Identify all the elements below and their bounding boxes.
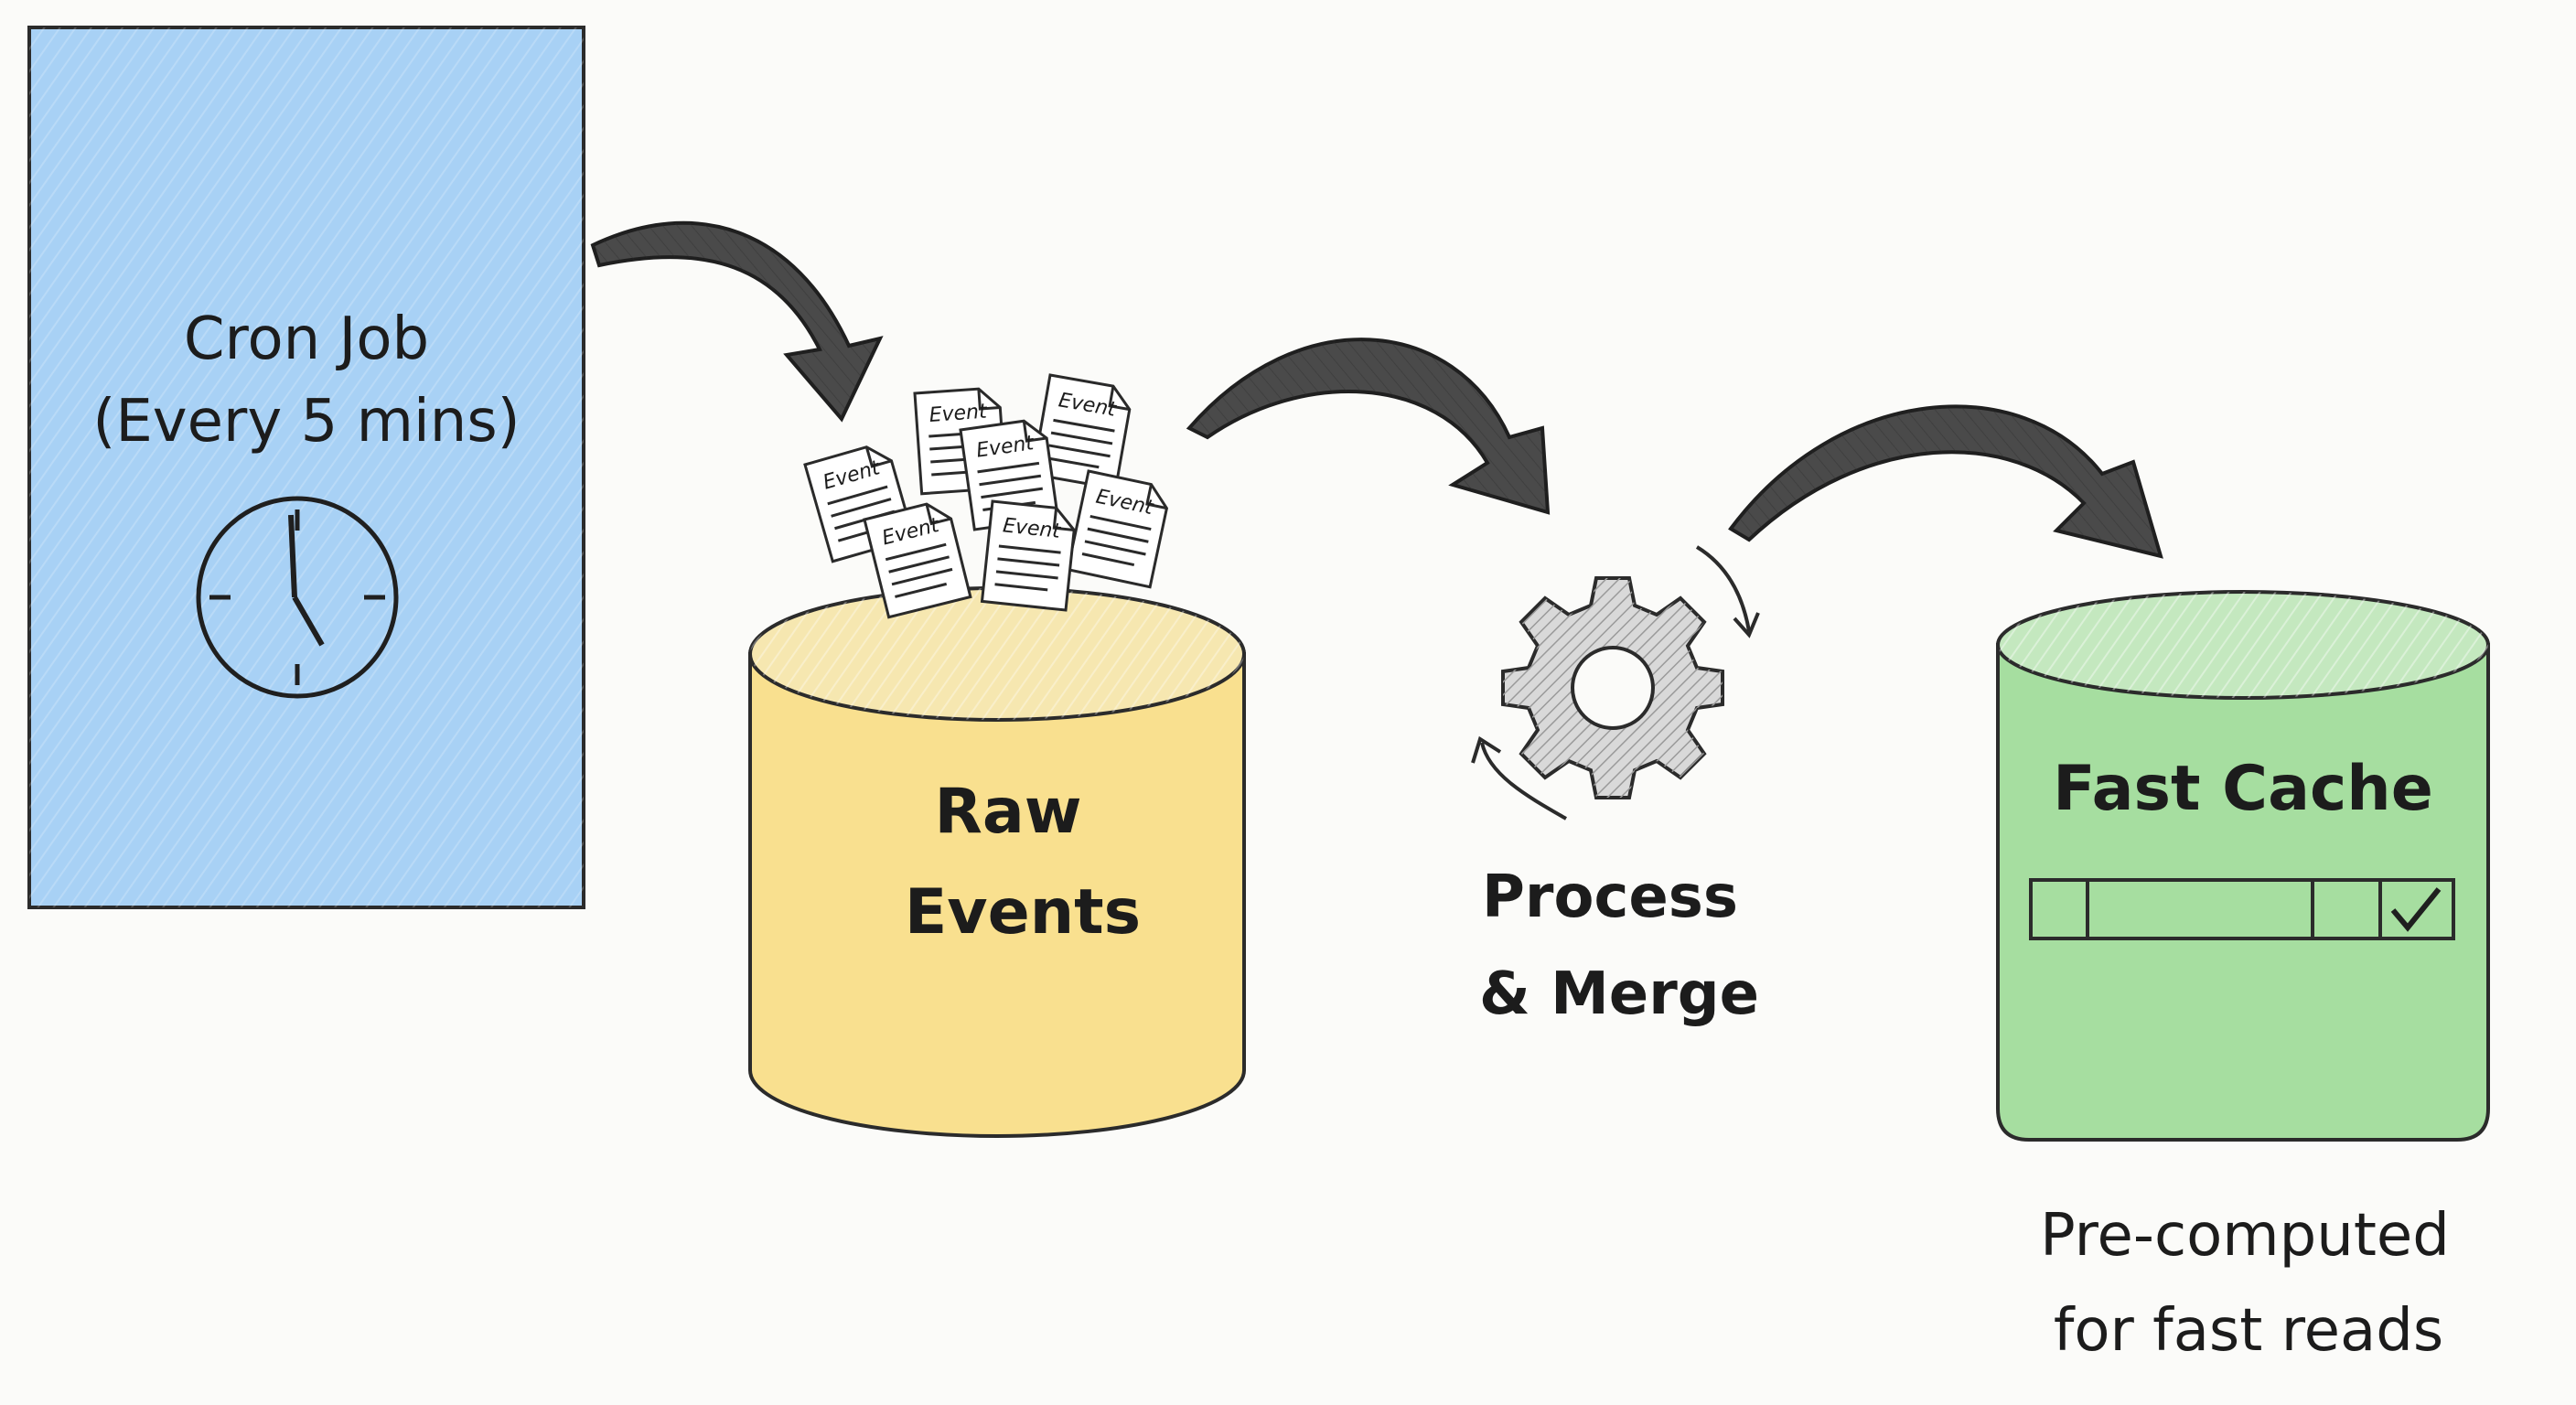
- cron-job-subtitle: (Every 5 mins): [92, 388, 520, 456]
- cron-job-panel: Cron Job (Every 5 mins): [27, 26, 585, 909]
- raw-events-label-line1: Raw: [934, 776, 1081, 848]
- cache-caption-line1: Pre-computed: [2040, 1202, 2450, 1270]
- event-documents: Event Event Event Event Event Event Even…: [803, 373, 1173, 619]
- event-doc-label: Event: [928, 400, 989, 426]
- checkmark-icon: [2390, 887, 2442, 932]
- cron-job-title: Cron Job: [184, 306, 429, 373]
- arrow-events-to-process: [1186, 338, 1551, 515]
- rotation-arrows: [1471, 545, 1760, 820]
- raw-events-database: Event Event Event Event Event Event Even…: [748, 373, 1246, 1138]
- cache-caption-line2: for fast reads: [2054, 1297, 2443, 1365]
- arrow-cron-to-events: [590, 220, 884, 423]
- process-label-line2: & Merge: [1479, 960, 1759, 1028]
- raw-events-label-line2: Events: [905, 876, 1141, 949]
- process-label-line1: Process: [1482, 863, 1738, 931]
- gear-icon: [1501, 576, 1724, 799]
- cache-progress-bar: [2029, 878, 2455, 940]
- fast-cache-label: Fast Cache: [2053, 753, 2433, 825]
- clock-icon: [196, 496, 399, 699]
- fast-cache-database: Fast Cache: [1996, 590, 2490, 1142]
- arrow-process-to-cache: [1728, 404, 2163, 559]
